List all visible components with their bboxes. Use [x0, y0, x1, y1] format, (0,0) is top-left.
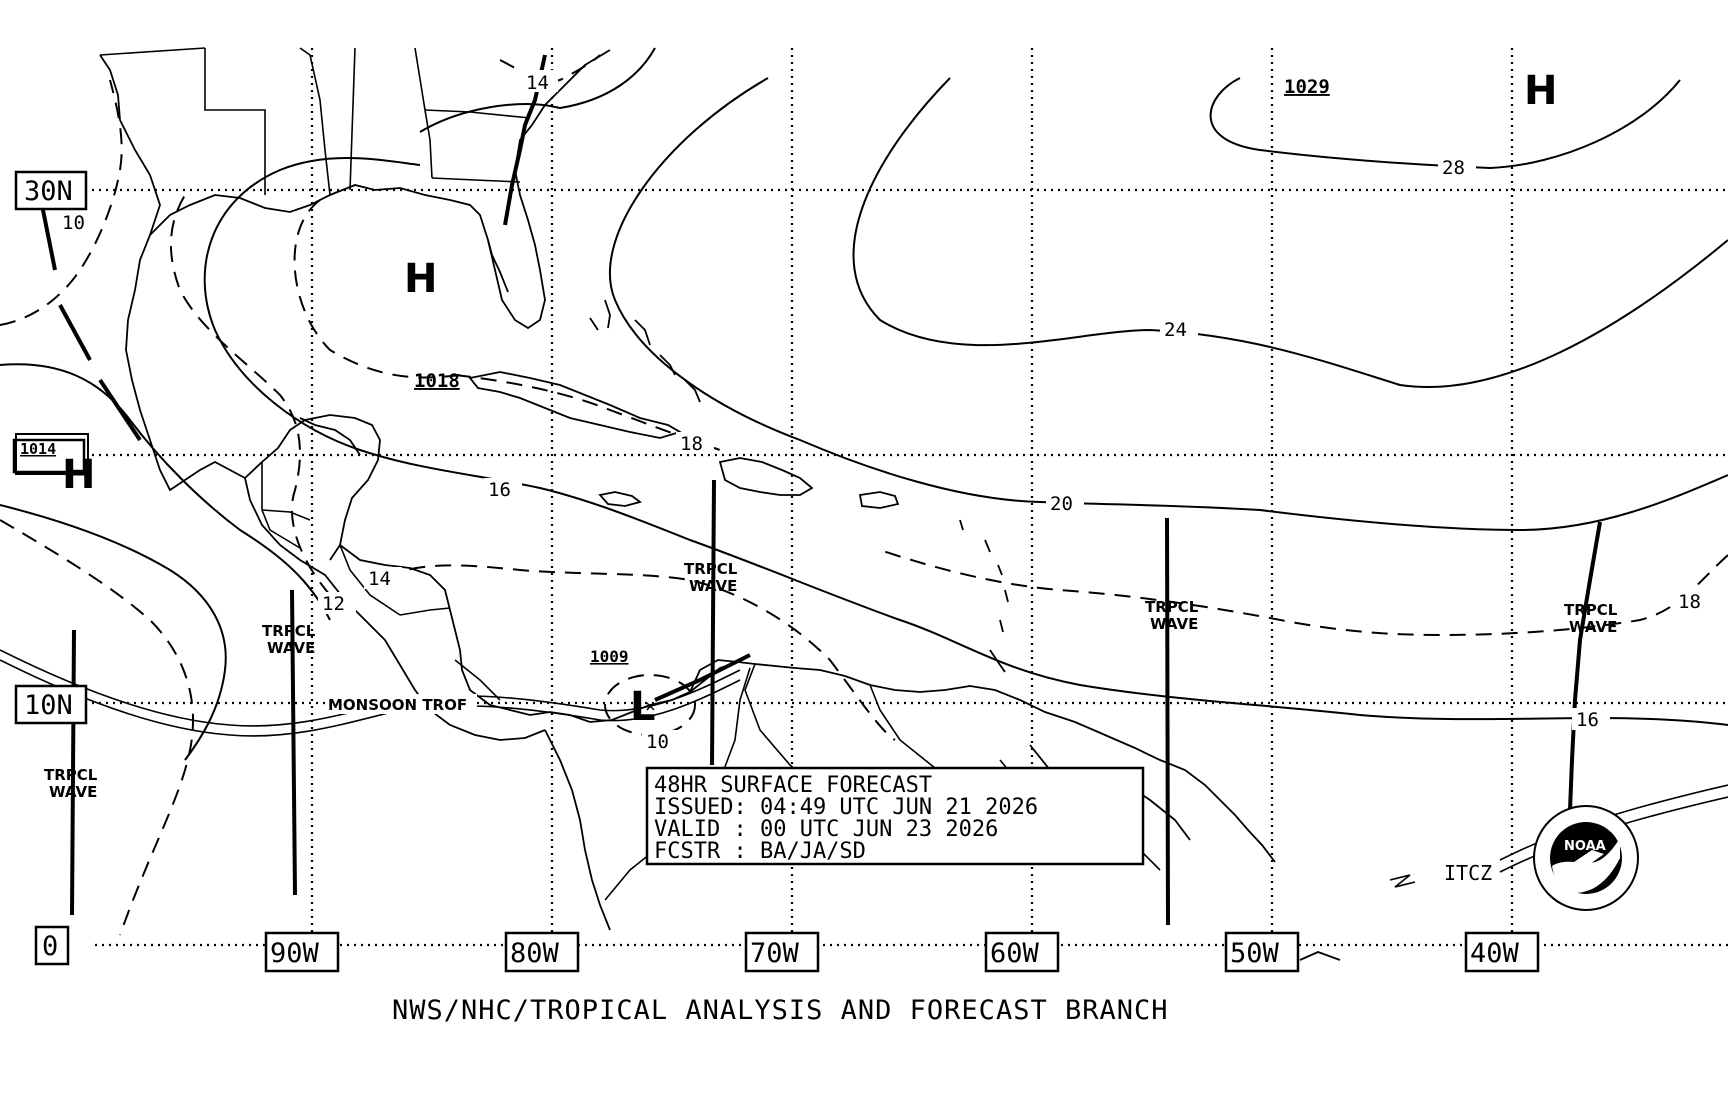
isobar-label: 10 [62, 212, 85, 234]
lon-label-50w: 50W [1230, 938, 1280, 969]
trough-line-west-2 [58, 304, 92, 361]
high-center-atlantic: H [1524, 68, 1557, 114]
tropical-wave-axis-5 [1568, 521, 1602, 811]
tropical-wave-label: WAVE [1150, 615, 1198, 633]
isobar-label: 16 [1576, 709, 1599, 731]
isobar-label: 16 [488, 479, 511, 501]
isobar-14-north [499, 54, 601, 82]
lat-label-30n: 30N [24, 176, 73, 207]
isobar-labels: 14 10 28 24 18 16 20 14 12 18 16 10 [58, 70, 1712, 753]
isobar-left-3 [0, 519, 194, 936]
monsoon-trough-label: MONSOON TROF [328, 696, 467, 714]
high-pressure-value: 1018 [414, 370, 460, 392]
tropical-wave-axes [70, 479, 1602, 926]
trough-line-west [40, 204, 57, 271]
forecast-title: 48HR SURFACE FORECAST [654, 773, 932, 798]
tropical-wave-axis-1 [70, 629, 76, 916]
high-center-pacific: H [62, 452, 95, 498]
isobar-18-east [879, 549, 1728, 637]
isobar-left-1 [0, 363, 331, 621]
lon-label-70w: 70W [750, 938, 800, 969]
tropical-wave-axis-3 [710, 479, 716, 766]
tropical-wave-axis-4 [1165, 517, 1170, 926]
trough-line-west-3 [98, 378, 142, 442]
isobar-20 [609, 77, 1728, 532]
isobar-label: 24 [1164, 319, 1187, 341]
tropical-wave-label: WAVE [689, 577, 737, 595]
lon-label-40w: 40W [1470, 938, 1520, 969]
tropical-wave-label: TRPCL [44, 766, 98, 784]
lon-label-90w: 90W [270, 938, 320, 969]
trough-line-florida [503, 54, 547, 226]
tropical-wave-label: TRPCL [1564, 601, 1618, 619]
forecast-forecasters: FCSTR : BA/JA/SD [654, 839, 866, 864]
longitude-labels: 90W 80W 70W 60W 50W 40W [264, 931, 1540, 973]
isobar-label: 20 [1050, 493, 1073, 515]
low-center-marker: × [645, 696, 656, 717]
tropical-wave-axis-2 [290, 589, 297, 896]
isobar-label: 10 [646, 731, 669, 753]
forecast-info-box: 48HR SURFACE FORECAST ISSUED: 04:49 UTC … [645, 766, 1145, 866]
tropical-wave-label: WAVE [1569, 618, 1617, 636]
isobar-north-arc [419, 47, 656, 133]
isobar-label: 18 [680, 433, 703, 455]
isobar-left-2 [0, 504, 227, 761]
isobar-28 [1209, 77, 1681, 170]
isobar-label: 28 [1442, 157, 1465, 179]
tropical-wave-label: TRPCL [1145, 598, 1199, 616]
feature-labels: TRPCL WAVE TRPCL WAVE TRPCL WAVE TRPCL W… [44, 560, 1618, 885]
isobar-12 [170, 194, 331, 596]
itcz-label: ITCZ [1444, 861, 1492, 885]
high-pressure-value-pacific: 1014 [20, 440, 56, 458]
lat-label-10n: 10N [24, 690, 73, 721]
forecast-issued: ISSUED: 04:49 UTC JUN 21 2026 [654, 795, 1038, 820]
trough-line-low [654, 653, 751, 702]
tropical-wave-label: TRPCL [262, 622, 316, 640]
isobar-label: 12 [322, 593, 345, 615]
tropical-wave-label: TRPCL [684, 560, 738, 578]
gulf-high-isobar [293, 199, 461, 379]
isobar-14-south [384, 564, 896, 741]
footer-credit: NWS/NHC/TROPICAL ANALYSIS AND FORECAST B… [392, 995, 1169, 1026]
isobar-label: 18 [1678, 591, 1701, 613]
isobar-label: 14 [526, 72, 549, 94]
monsoon-trough-line-a [0, 649, 741, 727]
isobar-16 [203, 157, 1728, 726]
latitude-labels: 30N 10N 0 [12, 170, 88, 966]
isobar-label: 14 [368, 568, 391, 590]
tropical-wave-label: WAVE [49, 783, 97, 801]
low-center: L [630, 684, 656, 730]
low-pressure-value: 1009 [590, 647, 629, 666]
high-center-gulf: H [404, 256, 437, 302]
isobar-24 [852, 77, 1728, 389]
lat-label-0: 0 [42, 931, 58, 962]
noaa-logo: NOAA [1533, 805, 1639, 911]
lon-label-60w: 60W [990, 938, 1040, 969]
itcz-line-c [1389, 874, 1416, 888]
pressure-centers: H 1018 H 1029 1014 H L × 1009 [15, 68, 1557, 730]
forecast-valid: VALID : 00 UTC JUN 23 2026 [654, 817, 998, 842]
noaa-logo-text: NOAA [1564, 839, 1606, 854]
tropical-wave-label: WAVE [267, 639, 315, 657]
high-pressure-value-atlantic: 1029 [1284, 76, 1330, 98]
lon-label-80w: 80W [510, 938, 560, 969]
